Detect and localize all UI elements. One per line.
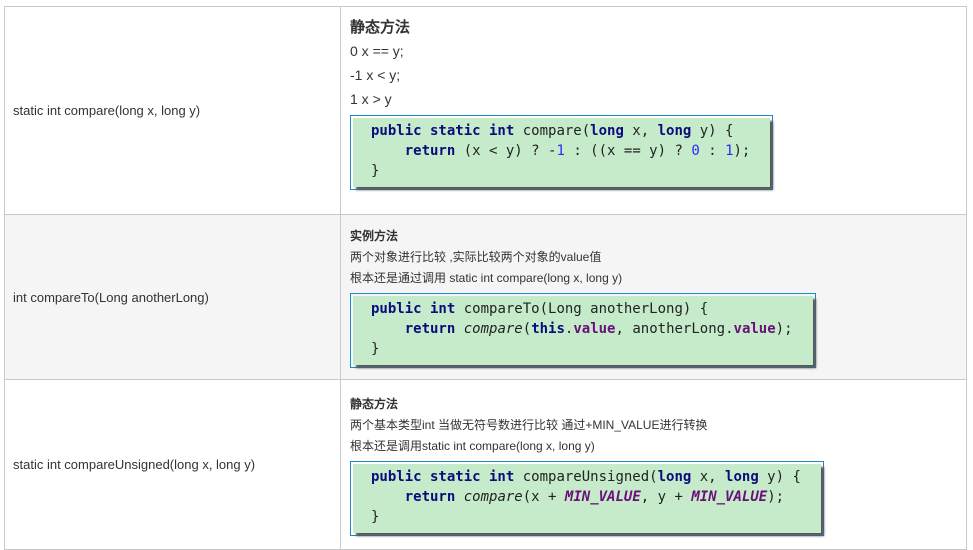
code-token: . [564, 321, 574, 337]
code-token: compareUnsigned( [514, 468, 658, 485]
code-line: public static int compare(long x, long y… [371, 121, 750, 141]
description-line: -1 x < y; [350, 67, 401, 83]
code-token: long [725, 468, 759, 485]
method-description: 实例方法两个对象进行比较 ,实际比较两个对象的value值根本还是通过调用 st… [340, 214, 967, 380]
code-token: return [404, 488, 456, 505]
code-token [371, 143, 405, 159]
method-description: 静态方法两个基本类型int 当做无符号数进行比较 通过+MIN_VALUE进行转… [340, 379, 967, 550]
code-line: } [371, 161, 750, 181]
code-token: x, [691, 468, 726, 485]
code-token: long [657, 468, 692, 485]
code-token: return [404, 143, 456, 159]
description-heading: 静态方法 [350, 396, 399, 411]
description-heading: 实例方法 [350, 229, 399, 243]
code-token [455, 321, 463, 337]
code-token: public static int [371, 468, 515, 485]
code-line: return (x < y) ? -1 : ((x == y) ? 0 : 1)… [371, 141, 751, 161]
code-token: value [733, 321, 776, 337]
code-token: y) { [758, 468, 801, 485]
code-token: MIN_VALUE [691, 488, 768, 505]
method-signature: static int compare(long x, long y) [4, 6, 341, 215]
method-description: 静态方法 0 x == y; -1 x < y; 1 x > y public stat… [340, 6, 967, 215]
code-token: y) { [691, 123, 734, 139]
code-token: ); [767, 488, 785, 505]
description-line: 根本还是通过调用 static int compare(long x, long… [350, 271, 623, 285]
code-token: , anotherLong. [615, 321, 734, 337]
code-block: public static int compareUnsigned(long x… [350, 460, 824, 536]
code-content: public static int compare(long x, long y… [353, 118, 771, 187]
code-token: return [404, 321, 456, 337]
description-line: 0 x == y; [350, 43, 404, 59]
code-token: ( [522, 321, 532, 337]
code-token: } [371, 163, 380, 179]
code-token: , y + [640, 488, 692, 505]
code-token: public static int [371, 123, 515, 139]
code-line: } [371, 507, 801, 527]
description-line: 1 x > y [350, 91, 392, 107]
code-token: 1 [556, 143, 565, 159]
code-token [371, 489, 405, 505]
code-content: public int compareTo(Long anotherLong) {… [353, 296, 813, 365]
code-line: public int compareTo(Long anotherLong) { [371, 299, 793, 319]
code-token: 0 [691, 143, 700, 159]
code-token: x, [623, 123, 658, 139]
description-line: 两个基本类型int 当做无符号数进行比较 通过+MIN_VALUE进行转换 [350, 417, 708, 432]
code-token: compare [463, 488, 523, 505]
description-line: 根本还是调用static int compare(long x, long y) [350, 438, 595, 453]
code-token: value [573, 321, 616, 337]
code-token: compareTo(Long anotherLong) { [455, 301, 709, 317]
code-line: return compare(x + MIN_VALUE, y + MIN_VA… [371, 487, 801, 507]
code-token: : ((x == y) ? [564, 143, 692, 159]
code-token: : [699, 143, 726, 159]
table-row: int compareTo(Long anotherLong) 实例方法两个对象… [4, 214, 967, 380]
code-token: ); [775, 321, 793, 337]
table-row: static int compare(long x, long y) 静态方法 0… [4, 6, 967, 215]
method-signature: int compareTo(Long anotherLong) [4, 214, 341, 380]
table-row: static int compareUnsigned(long x, long … [4, 379, 967, 550]
code-token: ); [733, 143, 751, 159]
code-block: public int compareTo(Long anotherLong) {… [350, 293, 816, 368]
description-line: 两个对象进行比较 ,实际比较两个对象的value值 [350, 250, 602, 264]
code-token: (x < y) ? - [455, 143, 557, 159]
code-token: 1 [725, 143, 734, 159]
code-token: compare( [514, 123, 591, 139]
code-line: } [371, 339, 793, 359]
code-token: public int [371, 301, 456, 317]
code-token: (x + [522, 488, 565, 505]
code-block: public static int compare(long x, long y… [350, 115, 774, 190]
code-token: this [531, 321, 565, 337]
code-line: return compare(this.value, anotherLong.v… [371, 319, 793, 339]
code-token: } [371, 341, 380, 357]
code-token: } [371, 508, 380, 525]
code-token [455, 489, 463, 505]
code-token: long [657, 123, 692, 139]
api-table: static int compare(long x, long y) 静态方法 0… [4, 6, 967, 550]
code-token: MIN_VALUE [564, 488, 641, 505]
code-token: long [590, 123, 624, 139]
code-token [371, 321, 405, 337]
code-token: compare [463, 321, 523, 337]
method-signature: static int compareUnsigned(long x, long … [4, 379, 341, 550]
description-heading: 静态方法 [350, 19, 411, 36]
code-content: public static int compareUnsigned(long x… [353, 463, 821, 533]
code-line: public static int compareUnsigned(long x… [371, 467, 801, 487]
